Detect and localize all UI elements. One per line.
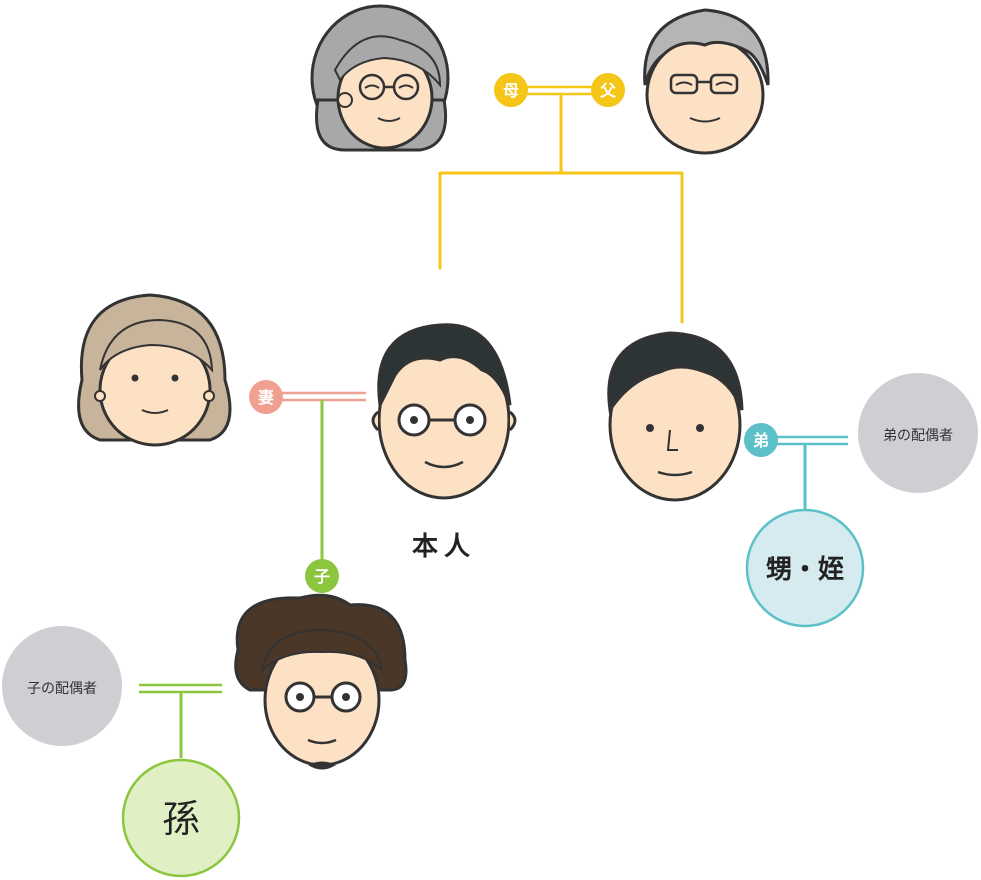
wife-marriage-line	[282, 391, 366, 402]
brother-face	[607, 331, 744, 502]
father-badge: 父	[591, 73, 625, 107]
father-label: 父	[599, 81, 617, 100]
child-spouse-circle	[2, 626, 122, 746]
brother-spouse-label: 弟の配偶者	[883, 428, 953, 444]
child-spouse-label: 子の配偶者	[27, 681, 97, 697]
brother-badge: 弟	[744, 423, 778, 457]
wife-label: 妻	[258, 388, 274, 407]
self-label: 本人	[412, 532, 476, 562]
brother-label: 弟	[753, 431, 769, 450]
child-face	[234, 593, 408, 770]
self-face	[371, 323, 517, 500]
child-badge: 子	[305, 559, 339, 593]
wife-face	[77, 293, 232, 447]
grandchild-circle	[121, 758, 241, 878]
mother-face	[310, 4, 450, 152]
parents-children-line	[438, 92, 684, 324]
child-label: 子	[314, 567, 330, 586]
mother-badge: 母	[494, 73, 528, 107]
parents-marriage-line	[527, 85, 592, 96]
nephew-niece-label: 甥・姪	[766, 555, 844, 585]
wife-badge: 妻	[249, 380, 283, 414]
grandchild-label: 孫	[162, 797, 200, 841]
child-marriage-line	[139, 683, 222, 694]
brother-spouse-circle	[858, 373, 978, 493]
brother-marriage-line	[775, 435, 848, 446]
nephew-niece-circle	[745, 508, 865, 628]
father-face	[643, 8, 770, 155]
mother-label: 母	[503, 81, 519, 100]
